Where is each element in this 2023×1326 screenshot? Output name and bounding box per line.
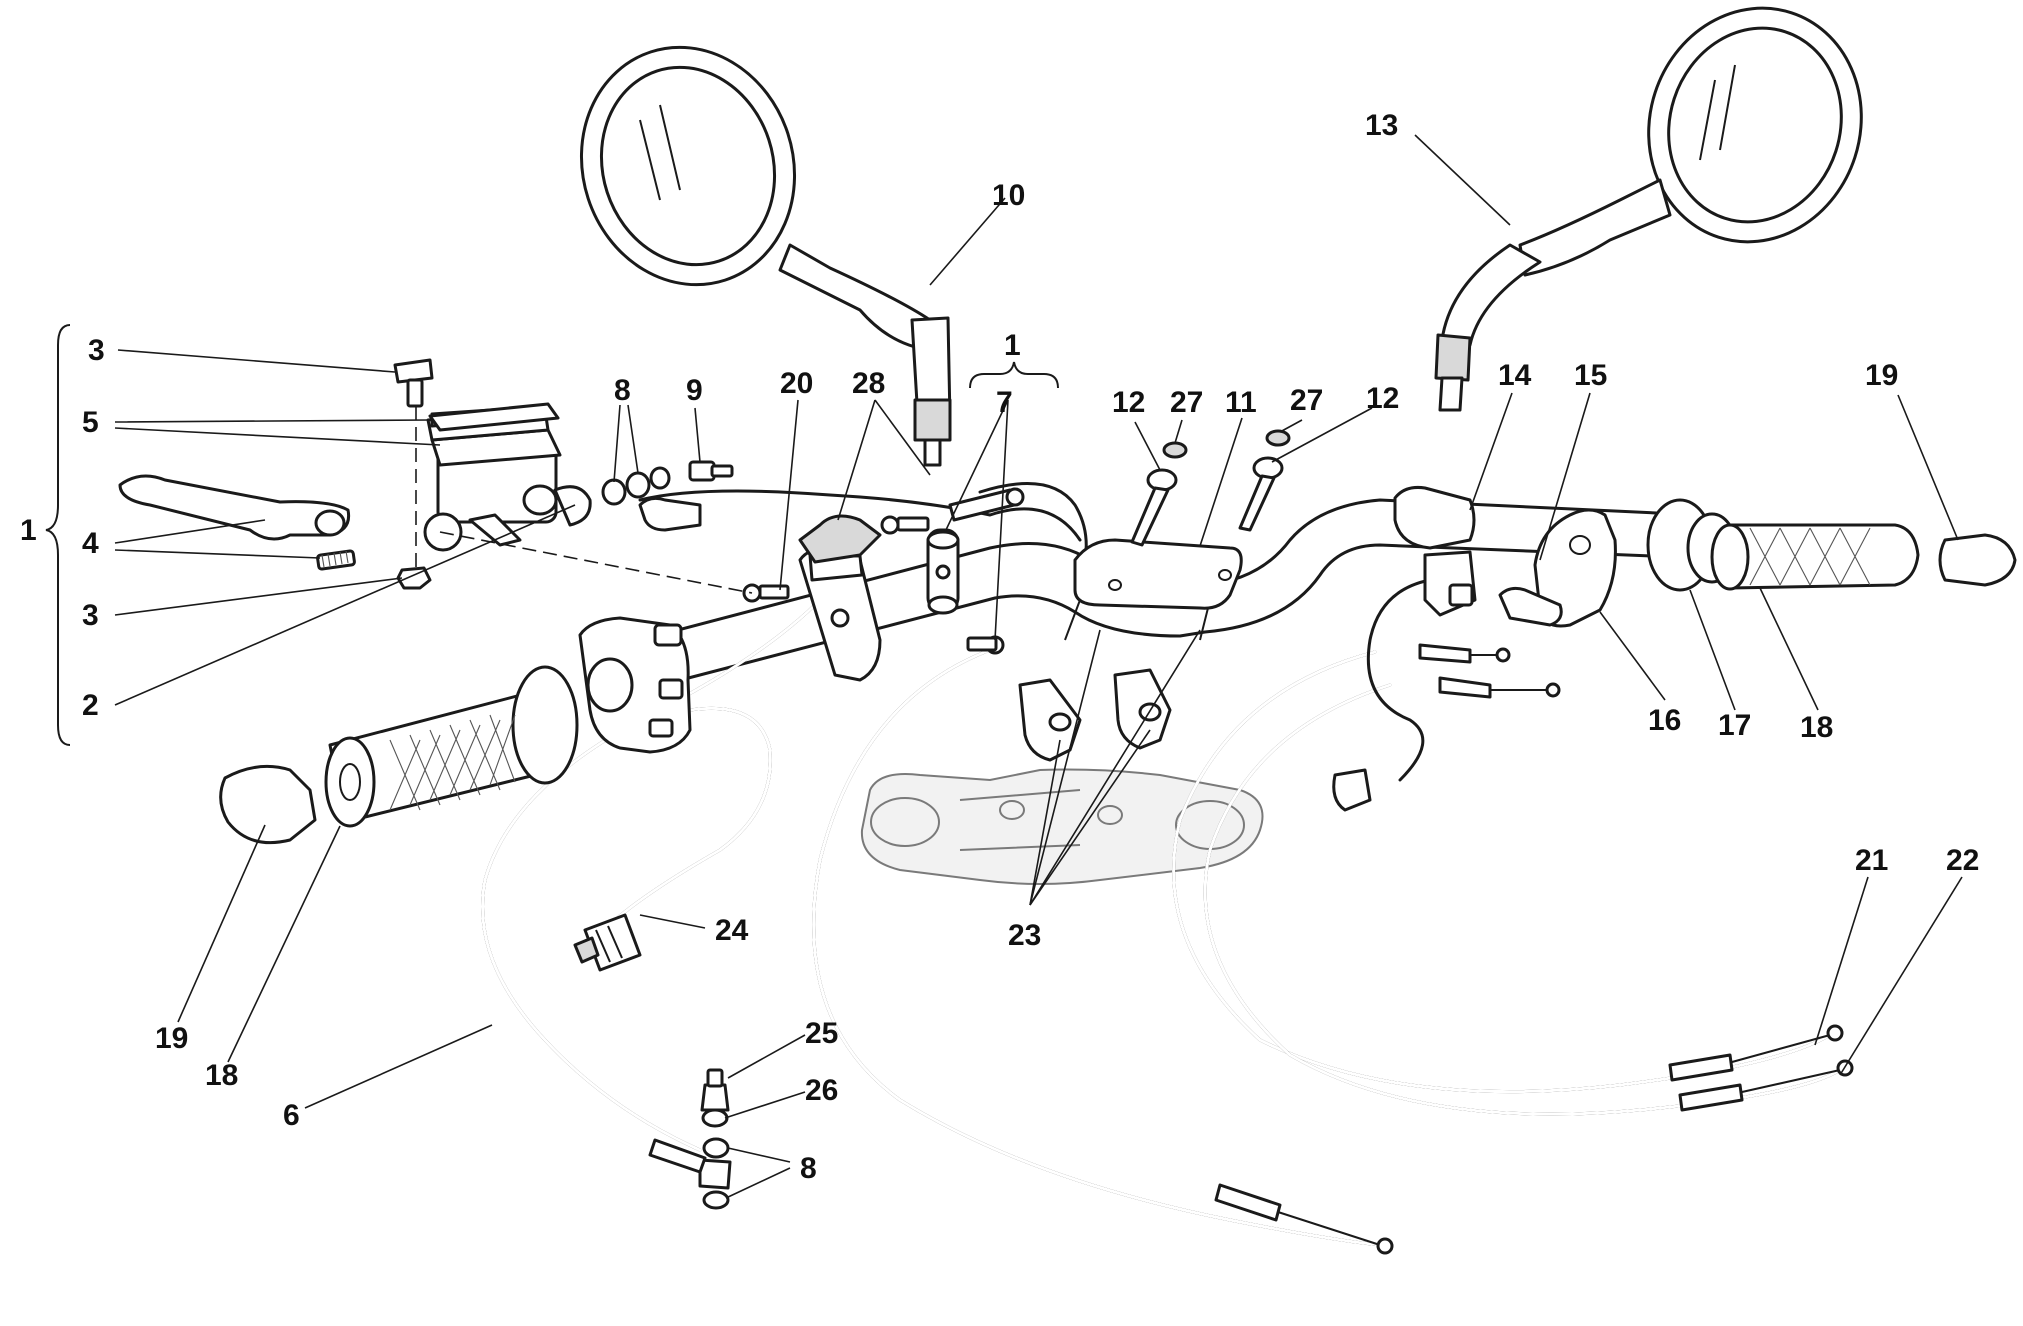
callout-14: 14 xyxy=(1498,359,1532,392)
pin-4 xyxy=(316,549,356,571)
callout-3-top: 3 xyxy=(88,334,105,367)
washer-8a xyxy=(601,478,627,506)
throttle-housing xyxy=(1498,508,1617,628)
callout-27-left: 27 xyxy=(1170,386,1203,419)
callout-7: 7 xyxy=(996,386,1013,419)
left-switch-housing xyxy=(578,616,692,754)
nut-26 xyxy=(701,1108,729,1128)
screw-20 xyxy=(742,583,790,603)
riser-23-right xyxy=(1113,668,1172,750)
group-1-brace-left xyxy=(45,324,71,746)
clutch-lever-clamp xyxy=(798,514,882,682)
screw-3-top xyxy=(393,358,434,408)
callout-3-bottom: 3 xyxy=(82,599,99,632)
leader-lines xyxy=(114,134,1963,1199)
callout-18-left: 18 xyxy=(205,1059,238,1092)
bolt-12-right xyxy=(1238,456,1284,532)
right-switch-connector xyxy=(1332,768,1372,812)
callout-16: 16 xyxy=(1648,704,1681,737)
callout-labels: 1 1 2 3 3 4 5 6 7 8 8 9 10 11 12 12 13 1… xyxy=(20,109,1979,1185)
callout-15: 15 xyxy=(1574,359,1607,392)
right-switch-wire xyxy=(1366,578,1432,782)
banjo-fitting xyxy=(638,496,702,532)
group-1-brace-top xyxy=(969,361,1059,389)
brake-hose xyxy=(638,489,1082,542)
hose-end-6 xyxy=(648,1138,707,1174)
cable-adjuster xyxy=(948,488,1016,522)
callout-8-top: 8 xyxy=(614,374,631,407)
left-grip xyxy=(324,665,579,828)
choke-cable xyxy=(812,648,1382,1247)
washer-8-lower-a xyxy=(702,1137,730,1159)
callout-24: 24 xyxy=(715,914,749,947)
brake-hose-upper xyxy=(978,482,1088,562)
triple-clamp xyxy=(860,768,1264,885)
callout-23: 23 xyxy=(1008,919,1041,952)
callout-1-left: 1 xyxy=(20,514,37,547)
callout-25: 25 xyxy=(805,1017,838,1050)
callout-17: 17 xyxy=(1718,709,1751,742)
callout-13: 13 xyxy=(1365,109,1398,142)
callout-19-right: 19 xyxy=(1865,359,1898,392)
washer-8c xyxy=(649,466,671,490)
callout-12-left: 12 xyxy=(1112,386,1145,419)
cable-fittings-top xyxy=(1418,643,1561,699)
banjo-fitting-25 xyxy=(700,1068,730,1112)
riser-23-left xyxy=(1018,678,1082,762)
right-grip xyxy=(1710,523,1920,591)
callout-9: 9 xyxy=(686,374,703,407)
callout-19-left: 19 xyxy=(155,1022,188,1055)
callout-22: 22 xyxy=(1946,844,1979,877)
callout-27-right: 27 xyxy=(1290,384,1323,417)
callout-18-right: 18 xyxy=(1800,711,1833,744)
reservoir-lid xyxy=(428,402,560,432)
mirror-clamp-7 xyxy=(926,528,960,615)
cap-27-left xyxy=(1162,441,1188,459)
banjo-body xyxy=(698,1158,732,1190)
right-mirror xyxy=(1434,6,1863,412)
washer-8b xyxy=(625,471,651,499)
callout-21: 21 xyxy=(1855,844,1888,877)
callout-6: 6 xyxy=(283,1099,300,1132)
bar-end-19-right xyxy=(1938,533,2017,587)
callout-1-top: 1 xyxy=(1004,329,1021,362)
callout-12-right: 12 xyxy=(1366,382,1399,415)
callout-2: 2 xyxy=(82,689,99,722)
washer-8-lower-b xyxy=(702,1190,730,1210)
bolt-12-left xyxy=(1130,468,1178,547)
callout-4: 4 xyxy=(82,527,99,560)
callout-5: 5 xyxy=(82,406,99,439)
cable-fittings-bottom xyxy=(1214,1024,1854,1255)
callout-28: 28 xyxy=(852,367,885,400)
screw-7-lower xyxy=(966,635,1005,655)
banjo-bolt-9 xyxy=(688,460,734,482)
left-mirror xyxy=(579,45,952,467)
callout-8-bottom: 8 xyxy=(800,1152,817,1185)
bar-end-19-left xyxy=(219,764,317,845)
callout-10: 10 xyxy=(992,179,1025,212)
throttle-cable-22 xyxy=(1203,683,1842,1116)
callout-26: 26 xyxy=(805,1074,838,1107)
brake-lever-pivot xyxy=(314,509,346,537)
callout-11: 11 xyxy=(1225,386,1257,419)
handlebar-clamp-cap-11 xyxy=(1073,538,1243,610)
wiring-connector-24 xyxy=(573,913,642,972)
callout-20: 20 xyxy=(780,367,813,400)
right-switch-housing xyxy=(1393,486,1477,617)
brake-lever xyxy=(118,474,351,541)
cap-27-right xyxy=(1265,429,1291,447)
screw-7-upper xyxy=(880,515,930,535)
